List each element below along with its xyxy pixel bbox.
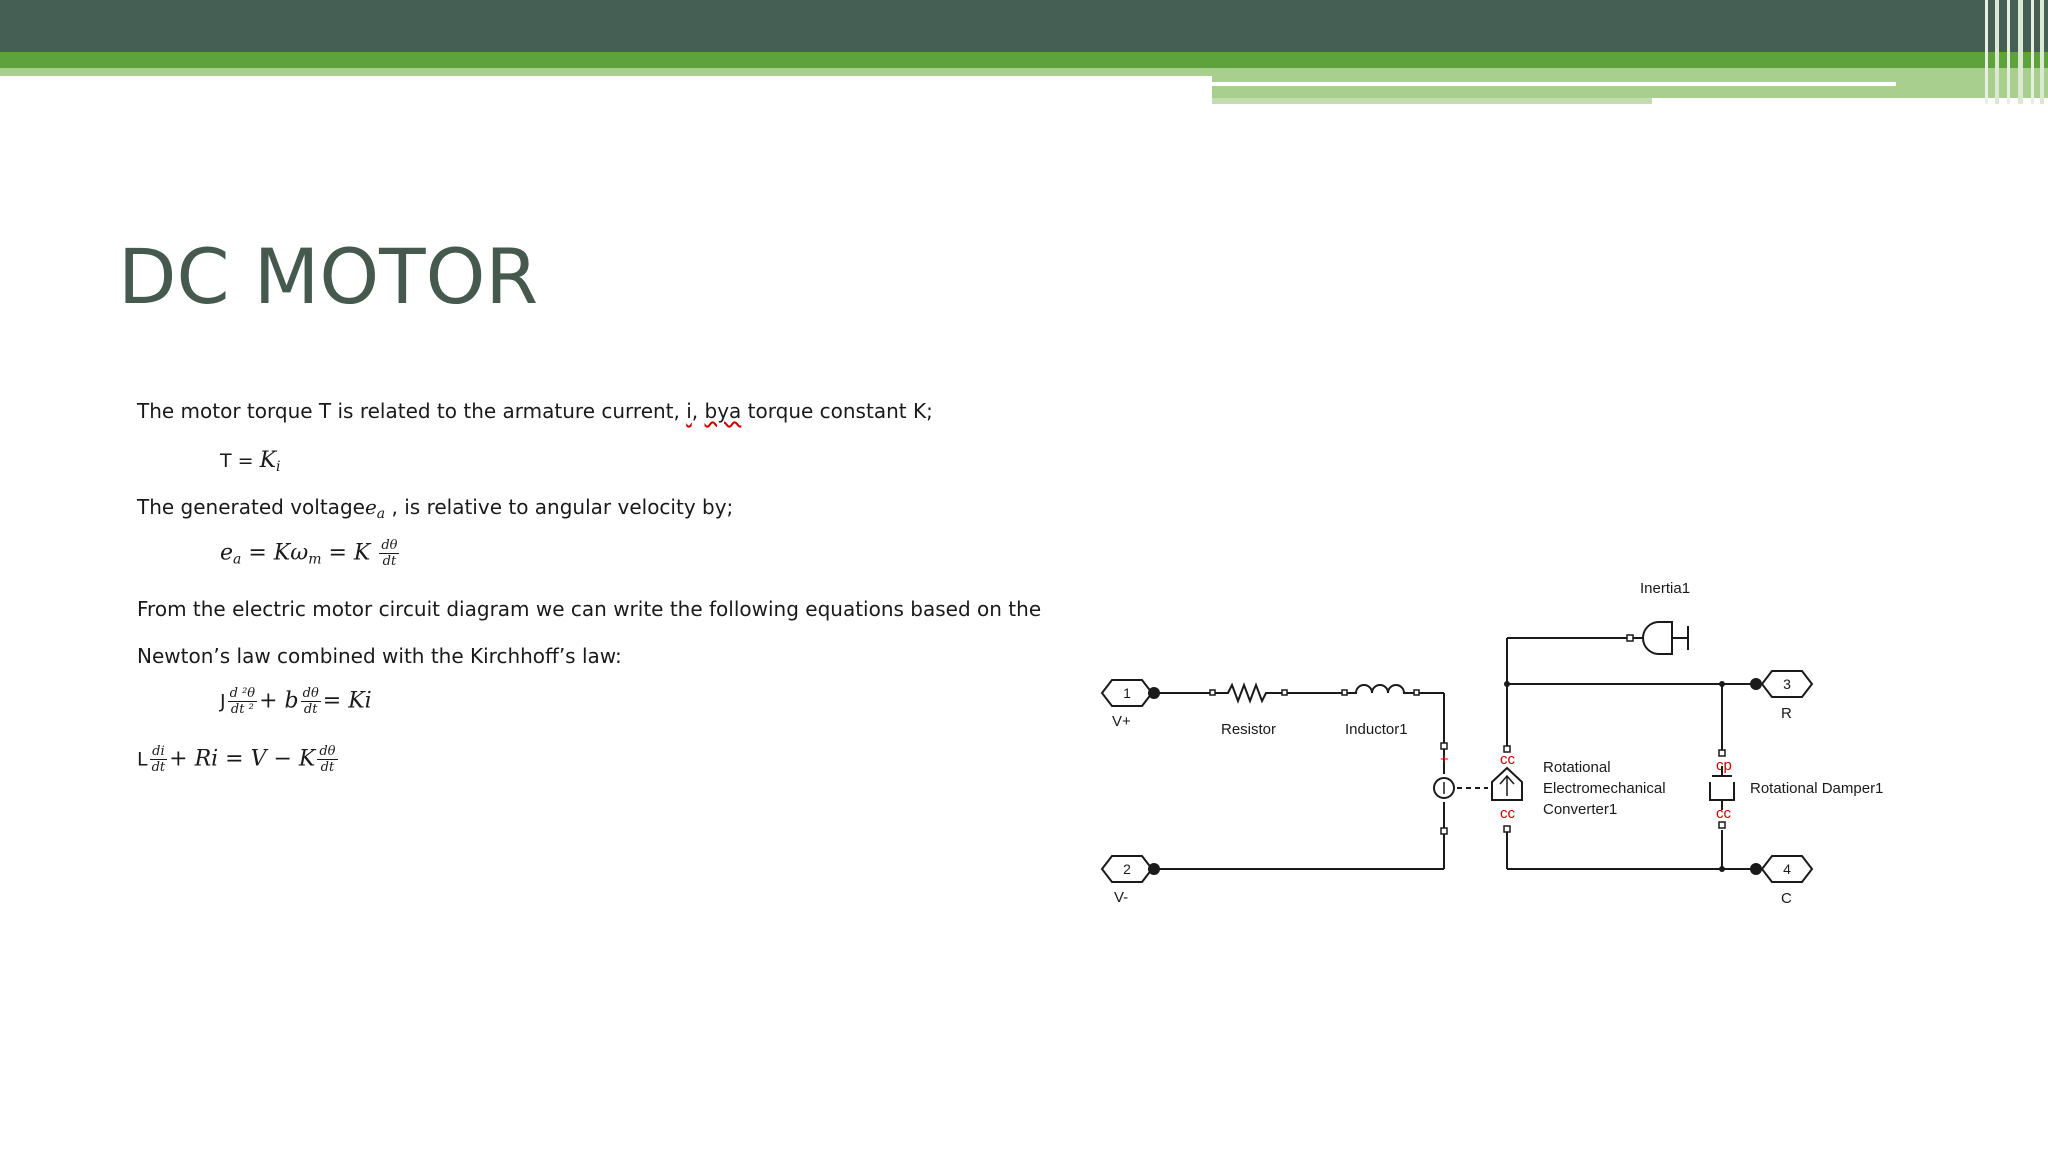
port-1: 1 V+ bbox=[1100, 679, 1160, 730]
port-2: 2 V- bbox=[1100, 855, 1160, 906]
junction-dot bbox=[1719, 866, 1725, 872]
eq1-k: K bbox=[259, 448, 277, 473]
port-3-label: R bbox=[1781, 705, 1792, 722]
dc-motor-circuit-diagram: 1 V+ 2 V- 3 R 4 C Resistor Inductor1 + bbox=[1100, 580, 1883, 907]
eq3-rhs: = Ki bbox=[322, 688, 372, 714]
port-1-label: V+ bbox=[1112, 713, 1131, 730]
junction-dot bbox=[1719, 681, 1725, 687]
damper-label: Rotational Damper1 bbox=[1750, 780, 1883, 797]
inductor-symbol: Inductor1 bbox=[1341, 684, 1420, 738]
eq3-j: J bbox=[220, 690, 226, 713]
eq2-rhs: = K bbox=[321, 540, 378, 566]
eq2-lhs: e bbox=[220, 540, 234, 566]
inertia-symbol: Inertia1 bbox=[1626, 580, 1690, 655]
torque-intro-bya: bya bbox=[704, 399, 742, 423]
damper-bottom-mark: cc bbox=[1716, 805, 1732, 822]
eq4-frac1-num: di bbox=[149, 744, 168, 760]
eq1-sub: i bbox=[276, 459, 281, 475]
eq2-frac-den: dt bbox=[382, 554, 397, 569]
torque-intro-pre: The motor torque T is related to the arm… bbox=[137, 399, 687, 423]
eq3-frac1-num: d ²θ bbox=[227, 686, 258, 702]
torque-intro-text: The motor torque T is related to the arm… bbox=[137, 399, 933, 423]
converter-label-1: Rotational bbox=[1543, 759, 1611, 776]
converter-top-mark: cc bbox=[1500, 751, 1516, 768]
circuit-intro-line-2: Newton’s law combined with the Kirchhoff… bbox=[137, 644, 622, 668]
port-4: 4 C bbox=[1750, 855, 1814, 907]
damper-symbol: cp cc Rotational Damper1 bbox=[1709, 749, 1883, 829]
plus-mark: + bbox=[1440, 751, 1449, 768]
port-3-number: 3 bbox=[1783, 676, 1791, 692]
eq4-l: L bbox=[137, 748, 148, 771]
converter-label-2: Electromechanical bbox=[1543, 780, 1666, 797]
voltage-intro-pre: The generated voltage bbox=[137, 495, 365, 519]
inductor-label: Inductor1 bbox=[1345, 721, 1408, 738]
eq3-frac1-den: dt ² bbox=[230, 702, 254, 717]
damper-top-mark: cp bbox=[1716, 757, 1732, 774]
eq2-frac-num: dθ bbox=[379, 538, 400, 554]
torque-intro-i: i bbox=[686, 399, 692, 423]
eq2-lhs-sub: a bbox=[233, 551, 242, 568]
eq2-mid: = Kω bbox=[241, 540, 309, 566]
port-4-number: 4 bbox=[1783, 861, 1791, 877]
eq3-plus-b: + b bbox=[259, 688, 299, 714]
circuit-intro-line-1: From the electric motor circuit diagram … bbox=[137, 597, 1042, 621]
junction-dot bbox=[1504, 681, 1510, 687]
port-1-number: 1 bbox=[1123, 685, 1131, 701]
converter-bottom-mark: cc bbox=[1500, 805, 1516, 822]
eq2-mid-sub: m bbox=[308, 551, 322, 568]
voltage-intro-post: , is relative to angular velocity by; bbox=[385, 495, 734, 519]
eq4-mid: + Ri = V − K bbox=[169, 746, 316, 772]
current-sensor-symbol: + bbox=[1433, 742, 1455, 835]
torque-intro-post: torque constant K; bbox=[741, 399, 933, 423]
eq1-lhs: T = bbox=[220, 450, 260, 472]
voltage-intro-sub: a bbox=[376, 506, 386, 522]
port-3: 3 R bbox=[1750, 670, 1814, 722]
eq4-frac2-num: dθ bbox=[317, 744, 338, 760]
header-band bbox=[0, 0, 2048, 104]
converter-label-3: Converter1 bbox=[1543, 801, 1617, 818]
equation-torque: T = Ki bbox=[220, 448, 281, 475]
port-2-number: 2 bbox=[1123, 861, 1131, 877]
inertia-label: Inertia1 bbox=[1640, 580, 1690, 597]
voltage-intro-e: e bbox=[364, 495, 377, 519]
torque-intro-mid: , bbox=[691, 399, 705, 423]
port-4-label: C bbox=[1781, 890, 1792, 907]
eq3-frac2-den: dt bbox=[303, 702, 318, 717]
voltage-intro-text: The generated voltageea , is relative to… bbox=[137, 495, 733, 522]
slide-title: DC MOTOR bbox=[118, 232, 539, 321]
converter-symbol: cc cc Rotational Electromechanical Conve… bbox=[1491, 745, 1666, 833]
eq4-frac1-den: dt bbox=[151, 760, 166, 775]
eq3-frac2-num: dθ bbox=[300, 686, 321, 702]
resistor-symbol: Resistor bbox=[1209, 682, 1288, 738]
port-2-label: V- bbox=[1114, 889, 1128, 906]
eq4-frac2-den: dt bbox=[320, 760, 335, 775]
resistor-label: Resistor bbox=[1221, 721, 1276, 738]
